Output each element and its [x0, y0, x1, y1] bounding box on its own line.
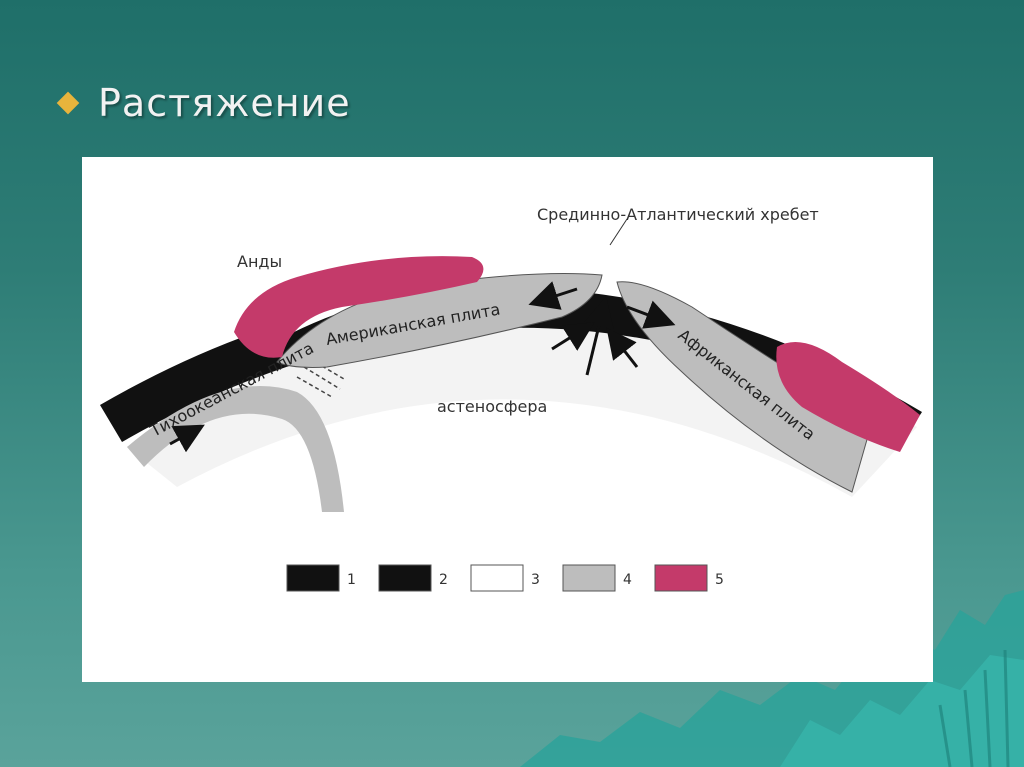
- andes-label: Анды: [237, 252, 282, 271]
- legend-label-4: 4: [623, 572, 632, 588]
- plate-tectonics-diagram: Срединно-Атлантический хребет Анды Амери…: [82, 157, 933, 682]
- legend-swatch-4: [563, 565, 615, 591]
- legend-swatch-1: [287, 565, 339, 591]
- legend-swatch-3: [471, 565, 523, 591]
- legend-label-5: 5: [715, 572, 724, 588]
- legend-label-1: 1: [347, 572, 356, 588]
- legend-swatch-2: [379, 565, 431, 591]
- legend-swatch-5: [655, 565, 707, 591]
- legend: 1 2 3 4 5: [287, 565, 724, 591]
- ridge-label: Срединно-Атлантический хребет: [537, 205, 819, 224]
- diagram-panel: Срединно-Атлантический хребет Анды Амери…: [82, 157, 933, 682]
- asthenosphere-label: астеносфера: [437, 397, 547, 416]
- bullet-diamond-icon: [57, 92, 80, 115]
- legend-label-2: 2: [439, 572, 448, 588]
- title-row: Растяжение: [60, 78, 351, 128]
- legend-label-3: 3: [531, 572, 540, 588]
- slide-title: Растяжение: [98, 81, 351, 125]
